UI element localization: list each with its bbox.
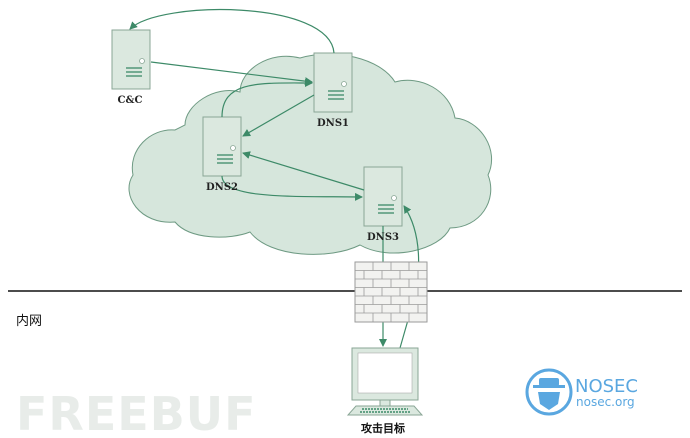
dns1-server-icon xyxy=(313,52,353,113)
nosec-url: nosec.org xyxy=(576,395,635,409)
arrow-dns1-to-cc xyxy=(129,9,335,54)
intranet-label: 内网 xyxy=(16,313,42,329)
dns1-label: DNS1 xyxy=(317,118,349,129)
arrow-dns3-to-dns2 xyxy=(242,151,365,191)
arrow-dns1-to-dns2 xyxy=(242,94,315,137)
cc-label: C&C xyxy=(118,95,143,106)
cc-server-icon xyxy=(111,29,151,90)
arrow-cc-to-dns1 xyxy=(150,61,313,86)
arrow-dns2-to-dns3 xyxy=(221,175,363,201)
dns2-label: DNS2 xyxy=(206,182,238,193)
nosec-logo-icon xyxy=(525,368,573,416)
internet-cloud xyxy=(128,53,493,255)
firewall-icon xyxy=(354,261,428,323)
nosec-title: NOSEC xyxy=(575,376,638,397)
dns3-server-icon xyxy=(363,166,403,227)
target-computer-icon xyxy=(346,347,424,416)
dns2-server-icon xyxy=(202,116,242,177)
freebuf-watermark: FREEBUF xyxy=(16,387,257,438)
arrow-dns2-to-dns1 xyxy=(221,78,313,118)
target-label: 攻击目标 xyxy=(361,421,405,435)
dns3-label: DNS3 xyxy=(367,232,399,243)
